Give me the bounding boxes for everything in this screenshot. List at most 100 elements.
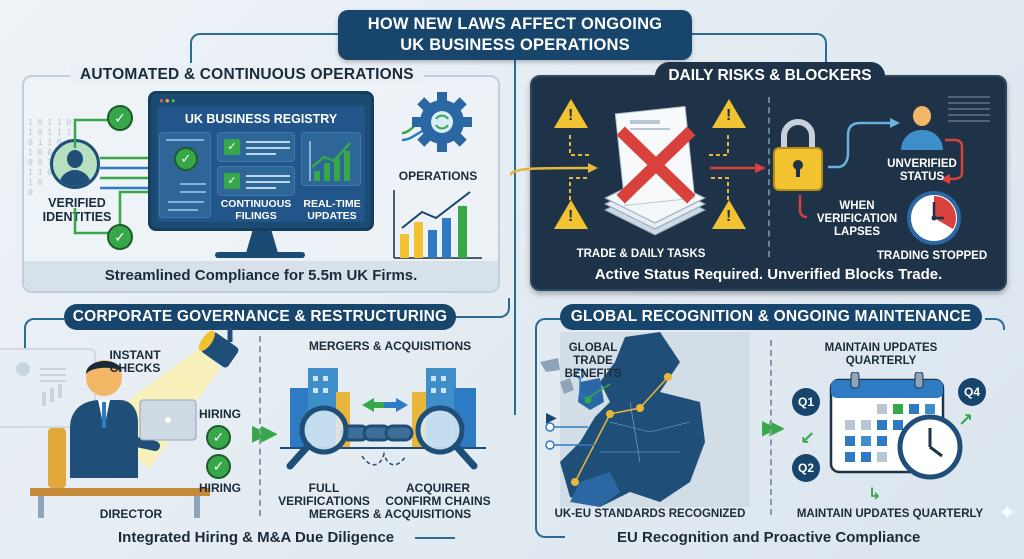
- automated-footer: Streamlined Compliance for 5.5m UK Firms…: [24, 261, 498, 291]
- unverified-text-2: STATUS: [899, 171, 945, 183]
- checkbox-icon: ✓: [224, 173, 240, 189]
- connector-line: [985, 318, 1005, 330]
- registry-title: UK BUSINESS REGISTRY: [184, 112, 338, 126]
- acquirer-text-1: ACQUIRER: [405, 481, 470, 495]
- intake-card: ✓: [159, 132, 211, 218]
- check-circle-icon: ✓: [174, 147, 198, 171]
- warning-icon: !: [554, 99, 588, 128]
- status-flow-arrows: [798, 118, 964, 219]
- full-text-1: FULL: [308, 481, 340, 495]
- mergers-acquisitions-bottom-label: MERGERS & ACQUISITIONS: [308, 507, 472, 521]
- lapse-text-2: VERIFICATION: [816, 213, 898, 225]
- lapse-text-3: LAPSES: [833, 226, 880, 238]
- bar-chart-icon: [393, 190, 482, 259]
- check-circle-icon: ✓: [107, 105, 133, 131]
- document-lines-decoration: [948, 96, 990, 124]
- section-divider: [259, 336, 261, 516]
- person-body-icon: [899, 128, 945, 152]
- filing-card: ✓: [217, 132, 295, 162]
- daily-risks-footer: Active Status Required. Unverified Block…: [594, 266, 943, 283]
- sparkle-icon: ✦: [998, 500, 1017, 525]
- maintain-updates-bottom-label: MAINTAIN UPDATES QUARTERLY: [796, 508, 984, 520]
- lapse-text-1: WHEN: [839, 200, 875, 212]
- connector-line: [692, 33, 827, 63]
- governance-heading: CORPORATE GOVERNANCE & RESTRUCTURING: [64, 304, 456, 330]
- operations-gear-icon: [401, 92, 472, 152]
- connector-line: [24, 318, 64, 348]
- verification-lapses-label: WHEN VERIFICATION LAPSES: [804, 200, 910, 239]
- trade-daily-tasks-label: TRADE & DAILY TASKS: [576, 248, 706, 260]
- real-time-updates-label: REAL-TIME UPDATES: [297, 198, 367, 222]
- acquirer-text-2: CONFIRM CHAINS: [385, 494, 491, 508]
- quarter-badge-q1: Q1: [792, 388, 820, 416]
- operations-label: OPERATIONS: [398, 169, 478, 183]
- maintain-text-2: QUARTERLY: [845, 355, 917, 367]
- check-circle-icon: ✓: [206, 454, 231, 479]
- verified-identities-text: VERIFIED IDENTITIES: [42, 196, 112, 224]
- instant-checks-label: INSTANT CHECKS: [100, 349, 170, 375]
- updates-chart-card: [301, 132, 361, 186]
- unverified-status-label: UNVERIFIED STATUS: [882, 158, 962, 184]
- global-footer: EU Recognition and Proactive Compliance: [617, 529, 921, 546]
- full-text-2: VERIFICATIONS: [278, 494, 370, 508]
- maintain-updates-top-label: MAINTAIN UPDATES QUARTERLY: [816, 342, 946, 368]
- filing-card: ✓: [217, 166, 295, 196]
- acquirer-confirm-label: ACQUIRER CONFIRM CHAINS: [382, 482, 494, 508]
- check-circle-icon: ✓: [206, 425, 231, 450]
- blocked-documents-icon: [510, 106, 766, 236]
- quarter-badge-q4: Q4: [958, 378, 986, 406]
- instant-text-2: CHECKS: [109, 361, 161, 375]
- unverified-text-1: UNVERIFIED: [887, 158, 957, 170]
- merger-buildings-chain-illustration: [280, 368, 486, 470]
- title-line-2: UK BUSINESS OPERATIONS: [400, 36, 630, 54]
- window-dots: ●●●: [159, 96, 177, 105]
- person-head-icon: [911, 104, 933, 128]
- page-title: HOW NEW LAWS AFFECT ONGOING UK BUSINESS …: [338, 10, 692, 60]
- stopwatch-icon: [907, 191, 961, 245]
- daily-risks-heading: DAILY RISKS & BLOCKERS: [655, 62, 885, 94]
- connector-line: [535, 318, 565, 538]
- updates-text-1: REAL-TIME: [303, 198, 361, 210]
- monitor-stand: [246, 231, 278, 253]
- trading-stopped-label: TRADING STOPPED: [876, 250, 988, 262]
- arrow-right-icon: ▶: [546, 409, 557, 425]
- automated-heading: AUTOMATED & CONTINUOUS OPERATIONS: [70, 66, 424, 84]
- filings-text-2: FILINGS: [235, 210, 277, 222]
- governance-footer: Integrated Hiring & M&A Due Diligence: [118, 529, 395, 546]
- registry-monitor: ●●● UK BUSINESS REGISTRY ✓ ✓ ✓ CONTINUOU…: [148, 91, 374, 231]
- title-line-1: HOW NEW LAWS AFFECT ONGOING: [367, 15, 663, 33]
- director-at-desk-illustration: [30, 328, 239, 518]
- benefits-text-2: BENEFITS: [564, 368, 622, 380]
- connector-line: [514, 60, 516, 415]
- connector-line: [440, 298, 510, 318]
- growth-chart-icon: [309, 141, 351, 181]
- instant-text-1: INSTANT: [109, 348, 161, 362]
- warning-icon: !: [712, 99, 746, 128]
- verified-identities-label: VERIFIED IDENTITIES: [32, 196, 122, 224]
- global-heading: GLOBAL RECOGNITION & ONGOING MAINTENANCE: [560, 304, 982, 330]
- mergers-acquisitions-top-label: MERGERS & ACQUISITIONS: [308, 339, 472, 353]
- warning-icon: !: [554, 200, 588, 229]
- hiring-top-label: HIRING: [199, 407, 241, 421]
- hiring-bottom-label: HIRING: [199, 481, 241, 495]
- quarter-badge-q2: Q2: [792, 454, 820, 482]
- verified-identity-avatar: [50, 139, 100, 189]
- filings-text-1: CONTINUOUS: [220, 198, 292, 210]
- section-divider: [768, 97, 770, 257]
- warning-icon: !: [712, 200, 746, 229]
- person-head-icon: [67, 150, 83, 168]
- cycle-arrow-icon: ↙: [800, 428, 816, 448]
- lock-icon: [773, 119, 823, 191]
- connector-line: [190, 33, 340, 63]
- cycle-arrow-icon: ↗: [958, 410, 974, 430]
- cycle-arrow-icon: ↳: [868, 486, 882, 503]
- checkbox-icon: ✓: [224, 139, 240, 155]
- connector-line: [415, 537, 455, 539]
- check-circle-icon: ✓: [107, 224, 133, 250]
- standards-recognized-label: UK-EU STANDARDS RECOGNIZED: [554, 508, 746, 520]
- person-body-icon: [59, 170, 91, 186]
- director-label: DIRECTOR: [99, 507, 163, 521]
- global-trade-benefits-label: GLOBAL TRADE BENEFITS: [548, 342, 638, 381]
- europe-map-illustration: [540, 332, 750, 507]
- unverified-user-avatar: [897, 104, 947, 152]
